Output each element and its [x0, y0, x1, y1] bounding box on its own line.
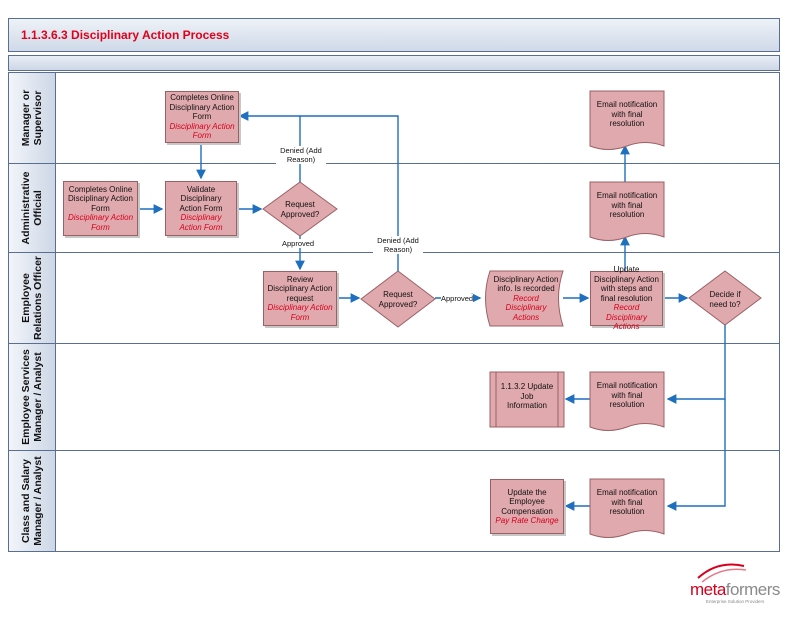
brand-tagline: Enterprise Solution Providers [706, 599, 765, 604]
decision-text: Request Approved? [280, 200, 320, 219]
box-subtext: Disciplinary Action Form [169, 121, 235, 141]
decision-diamond [360, 270, 436, 328]
box-subtext: Disciplinary Action Form [267, 303, 333, 322]
document-shape [589, 90, 665, 150]
decision-text: Request Approved? [378, 290, 418, 309]
header-sub-bar [8, 55, 780, 71]
document-shape [589, 478, 665, 538]
box-subtext: Disciplinary Action Form [179, 213, 223, 232]
flow-label-approved: Approved [282, 239, 315, 248]
email-text: Email notification with final resolution [596, 191, 658, 219]
flow-label-denied: Denied (Add Reason) [373, 236, 423, 254]
box-subtext: Disciplinary Action Form [67, 213, 134, 232]
box-text: Validate Disciplinary Action Form [179, 184, 223, 213]
subprocess-text: 1.1.3.2 Update Job Information [500, 382, 554, 410]
document-shape [589, 371, 665, 431]
box-text: Update Disciplinary Action with steps an… [594, 265, 659, 303]
email-text: Email notification with final resolution [596, 381, 658, 409]
process-box-mgr-form: Completes Online Disciplinary Action For… [165, 91, 239, 143]
document-shape [589, 181, 665, 241]
box-subtext: Record Disciplinary Actions [606, 303, 647, 332]
data-store-shape [485, 270, 564, 327]
box-text: Review Disciplinary Action request [267, 274, 333, 303]
process-box-update: Update Disciplinary Action with steps an… [590, 265, 663, 331]
page-title: 1.1.3.6.3 Disciplinary Action Process [21, 28, 230, 42]
box-text: Completes Online Disciplinary Action For… [169, 93, 235, 122]
subprocess-shape [489, 371, 565, 428]
box-subtext: Record Disciplinary Actions [505, 293, 547, 322]
record-text: Disciplinary Action info. Is recorded Re… [492, 271, 560, 326]
flow-label-approved: Approved [441, 294, 474, 303]
box-text: Update the Employee Compensation [501, 487, 553, 516]
process-box-validate: Validate Disciplinary Action Form Discip… [165, 181, 237, 236]
process-box-compensation: Update the Employee Compensation Pay Rat… [490, 479, 564, 534]
email-text: Email notification with final resolution [596, 100, 658, 128]
process-box-review: Review Disciplinary Action request Disci… [263, 271, 337, 326]
box-subtext: Pay Rate Change [495, 516, 559, 525]
process-box-admin-form: Completes Online Disciplinary Action For… [63, 181, 138, 236]
box-text: Completes Online Disciplinary Action For… [68, 184, 133, 213]
flow-label-denied: Denied (Add Reason) [276, 146, 326, 164]
decision-text: Decide if need to? [709, 290, 741, 309]
email-text: Email notification with final resolution [596, 488, 658, 516]
title-bar: 1.1.3.6.3 Disciplinary Action Process [8, 18, 780, 52]
brand-logo: metaformers [690, 580, 780, 599]
box-text: Disciplinary Action info. Is recorded [493, 274, 559, 294]
